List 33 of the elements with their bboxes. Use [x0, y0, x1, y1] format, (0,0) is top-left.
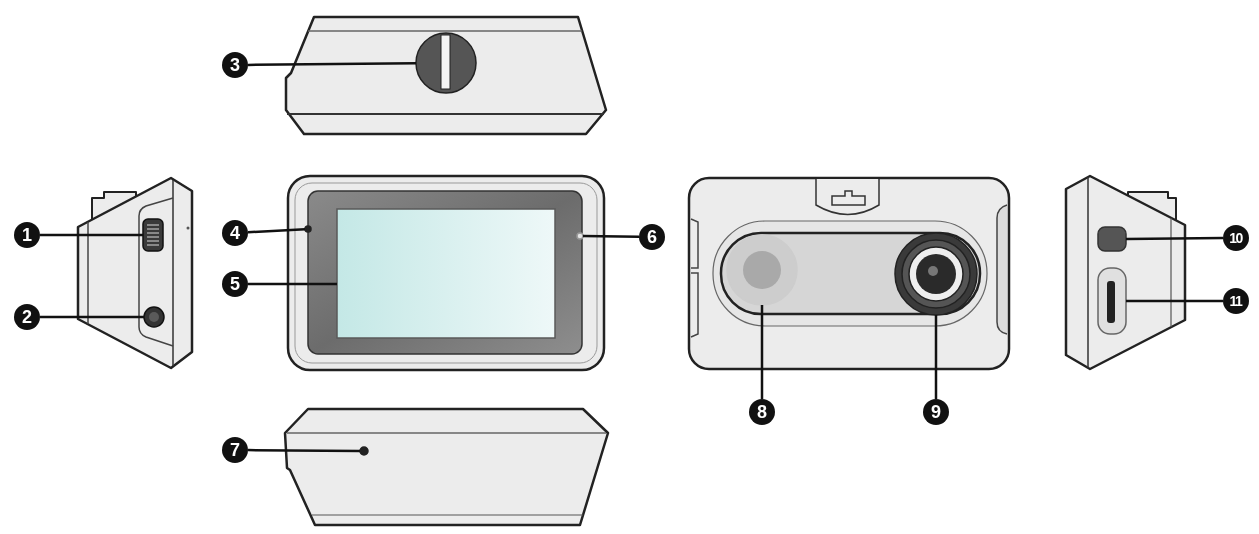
leader-line: [1126, 236, 1223, 241]
callout-number: 11: [1223, 288, 1249, 314]
callout-number: 7: [222, 437, 248, 463]
callout-number: 9: [923, 399, 949, 425]
connector-port: [142, 218, 164, 252]
leader-line: [40, 315, 144, 319]
push-button: [1097, 226, 1127, 252]
callout-number: 4: [222, 220, 248, 246]
round-jack: [143, 306, 165, 328]
leader-line: [247, 227, 306, 234]
leader-line: [1126, 299, 1223, 303]
leader-line: [934, 315, 938, 399]
callout-number: 8: [749, 399, 775, 425]
leader-line: [760, 305, 764, 399]
leader-line: [248, 448, 360, 453]
leader-line: [248, 282, 337, 286]
callout-number: 6: [639, 224, 665, 250]
leader-line: [248, 62, 416, 67]
display-screen: [336, 208, 556, 339]
slotted-knob: [415, 32, 477, 94]
round-pad: [726, 234, 798, 306]
leader-line: [583, 234, 639, 239]
callout-number: 5: [222, 271, 248, 297]
callout-number: 2: [14, 304, 40, 330]
leader-line: [40, 233, 143, 237]
callout-number: 10: [1223, 225, 1249, 251]
camera-lens: [894, 232, 978, 316]
indicator-dot: [576, 232, 584, 240]
callout-number: 3: [222, 52, 248, 78]
slot: [1097, 267, 1127, 335]
indicator-dot: [304, 225, 312, 233]
callout-number: 1: [14, 222, 40, 248]
pinhole: [359, 446, 369, 456]
